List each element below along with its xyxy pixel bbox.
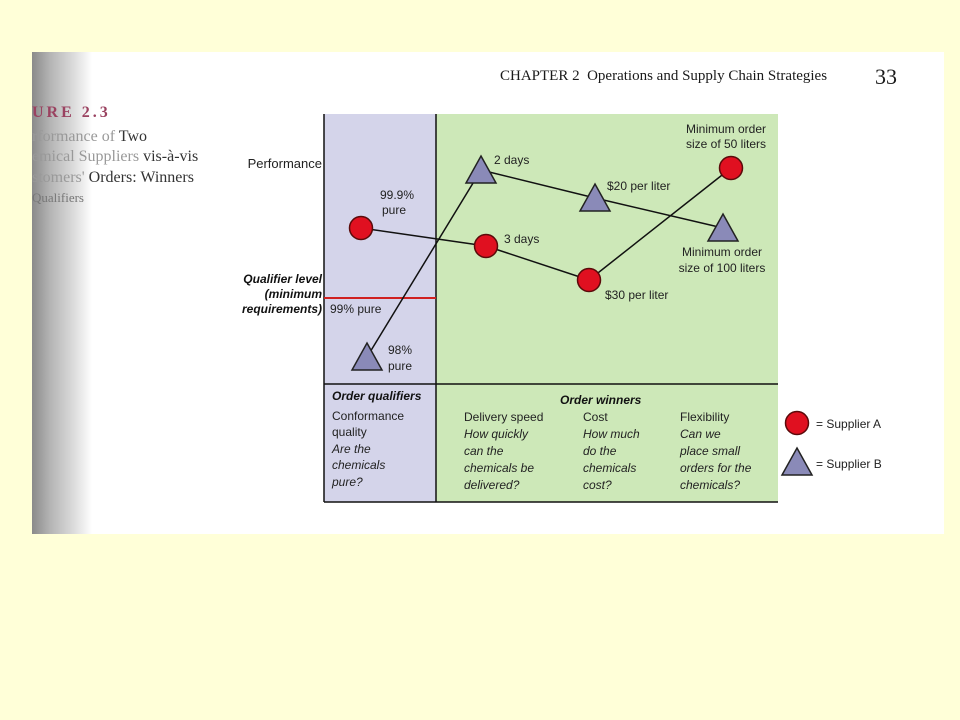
supplier-b-point-delivery <box>464 154 498 184</box>
dim-cost-name: Cost <box>583 410 608 424</box>
chapter-label: CHAPTER 2 <box>500 68 580 84</box>
dim-quality-q2: chemicals <box>332 458 385 472</box>
qualifier-level-label-3: requirements) <box>242 302 322 316</box>
order-qualifiers-heading: Order qualifiers <box>332 389 422 403</box>
scanned-page: CHAPTER 2 Operations and Supply Chain St… <box>32 52 944 534</box>
dim-quality-name-2: quality <box>332 425 367 439</box>
dim-cost-q1: How much <box>583 427 640 441</box>
dim-quality-q3: pure? <box>331 475 363 489</box>
book-spine-shadow <box>32 52 92 534</box>
performance-label: Performance <box>248 156 322 171</box>
dim-delivery-q4: delivered? <box>464 478 520 492</box>
figure-number: URE 2.3 <box>32 104 111 121</box>
chapter-title: Operations and Supply Chain Strategies <box>587 68 828 84</box>
supplier-a-line <box>360 167 732 281</box>
label-b-cost: $20 per liter <box>607 179 670 193</box>
legend-supplier-b-label: = Supplier B <box>816 457 882 471</box>
figure-title-line3: stomers' Orders: Winners <box>32 169 194 186</box>
label-a-flex-1: Minimum order <box>686 122 766 136</box>
dim-cost-q3: chemicals <box>583 461 636 475</box>
dim-flex-name: Flexibility <box>680 410 729 424</box>
dim-flex-q1: Can we <box>680 427 721 441</box>
supplier-a-point-flexibility <box>718 155 744 181</box>
supplier-a-point-delivery <box>473 233 499 259</box>
legend-supplier-a-icon <box>784 410 810 436</box>
dim-delivery-q1: How quickly <box>464 427 529 441</box>
figure-title-line4: Qualifiers <box>32 190 84 205</box>
label-b-flex-2: size of 100 liters <box>679 261 766 275</box>
supplier-b-point-flexibility <box>706 212 740 242</box>
dim-cost-q2: do the <box>583 444 617 458</box>
label-a-flex-2: size of 50 liters <box>686 137 766 151</box>
label-a-cost: $30 per liter <box>605 288 668 302</box>
dim-flex-q2: place small <box>679 444 740 458</box>
label-a-delivery: 3 days <box>504 232 539 246</box>
label-a-quality-1: 99.9% <box>380 188 414 202</box>
label-b-quality-2: pure <box>388 359 412 373</box>
figure-title-line2: emical Suppliers vis-à-vis <box>32 148 199 165</box>
dim-flex-q3: orders for the <box>680 461 752 475</box>
figure-title-line1: rformance of Two <box>32 128 147 145</box>
legend-supplier-b-icon <box>780 446 814 476</box>
label-b-quality-1: 98% <box>388 343 412 357</box>
dim-quality-q1: Are the <box>331 442 371 456</box>
order-winners-heading: Order winners <box>560 393 642 407</box>
legend-supplier-a-label: = Supplier A <box>816 417 881 431</box>
supplier-b-point-quality <box>350 341 384 371</box>
figure-chart: Performance Qualifier level (minimum req… <box>242 114 882 503</box>
supplier-a-point-cost <box>576 267 602 293</box>
supplier-a-point-quality <box>348 215 374 241</box>
supplier-b-line <box>366 169 724 358</box>
qualifier-level-label-2: (minimum <box>265 287 323 301</box>
dim-cost-q4: cost? <box>583 478 612 492</box>
label-b-flex-1: Minimum order <box>682 245 762 259</box>
qualifier-level-label-1: Qualifier level <box>243 272 322 286</box>
dim-quality-name-1: Conformance <box>332 409 404 423</box>
qualifier-panel <box>324 114 436 502</box>
supplier-b-point-cost <box>578 182 612 212</box>
dim-flex-q4: chemicals? <box>680 478 740 492</box>
page-number: 33 <box>875 64 897 89</box>
dim-delivery-q2: can the <box>464 444 504 458</box>
page-header: CHAPTER 2 Operations and Supply Chain St… <box>500 64 897 89</box>
label-a-quality-2: pure <box>382 203 406 217</box>
dim-delivery-name: Delivery speed <box>464 410 543 424</box>
dim-delivery-q3: chemicals be <box>464 461 534 475</box>
qualifier-value-label: 99% pure <box>330 302 382 316</box>
label-b-delivery: 2 days <box>494 153 529 167</box>
